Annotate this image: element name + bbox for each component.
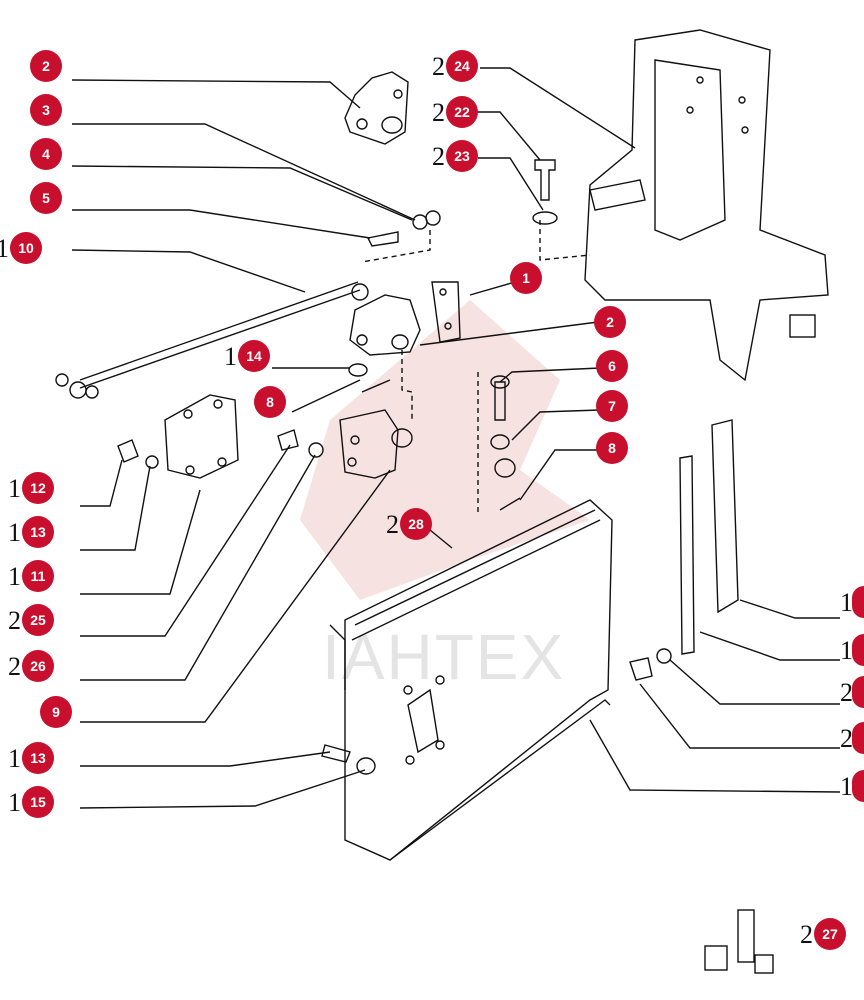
nut-15: [356, 757, 376, 775]
callout-prefix: 2: [432, 98, 445, 127]
callout-23[interactable]: 23: [446, 140, 478, 172]
watermark-text: IAHTEX: [322, 621, 566, 693]
callout-cutoff[interactable]: [852, 586, 864, 618]
callout-12[interactable]: 12: [22, 472, 54, 504]
callout-prefix: 1: [840, 772, 853, 801]
callout-prefix: 2: [432, 142, 445, 171]
bolt-25: [277, 429, 299, 451]
callout-prefix: 1: [8, 562, 21, 591]
pin-6: [490, 375, 510, 421]
callout-8[interactable]: 8: [596, 432, 628, 464]
latch-plate: [164, 394, 239, 479]
callout-prefix: 2: [432, 52, 445, 81]
angle-strip-long: [711, 419, 739, 614]
callout-11[interactable]: 11: [22, 560, 54, 592]
callout-13[interactable]: 13: [22, 742, 54, 774]
callout-prefix: 1: [224, 342, 237, 371]
bolt-13: [321, 744, 351, 763]
callout-26[interactable]: 26: [22, 650, 54, 682]
callout-8[interactable]: 8: [254, 386, 286, 418]
washer-nut: [412, 210, 441, 230]
callout-6[interactable]: 6: [596, 350, 628, 382]
callout-prefix: 2: [840, 724, 853, 753]
callout-24[interactable]: 24: [446, 50, 478, 82]
link-plate: [431, 281, 461, 343]
callout-prefix: 2: [800, 920, 813, 949]
assembly-lines: [361, 220, 591, 512]
callout-7[interactable]: 7: [596, 390, 628, 422]
callout-25[interactable]: 25: [22, 604, 54, 636]
callout-4[interactable]: 4: [30, 138, 62, 170]
control-rod: [55, 281, 369, 399]
washer-13: [145, 455, 159, 469]
leader-lines-left: [71, 79, 416, 809]
callout-15[interactable]: 15: [22, 786, 54, 818]
callout-22[interactable]: 22: [446, 96, 478, 128]
callout-prefix: 1: [8, 474, 21, 503]
callout-prefix: 2: [840, 678, 853, 707]
callout-prefix: 1: [8, 744, 21, 773]
hinge-set-icon: [704, 909, 774, 974]
callout-prefix: 1: [0, 234, 9, 263]
watermark-logo: [300, 300, 590, 600]
callout-1[interactable]: 1: [510, 262, 542, 294]
lower-hinge: [339, 409, 413, 479]
middle-hinge: [349, 294, 421, 356]
callout-13[interactable]: 13: [22, 516, 54, 548]
washer-right: [656, 648, 672, 664]
pin-8: [361, 379, 391, 393]
cotter-pin-8: [499, 497, 521, 511]
callout-14[interactable]: 14: [238, 340, 270, 372]
leader-lines-right: [419, 67, 841, 793]
callout-cutoff[interactable]: [852, 722, 864, 754]
callout-5[interactable]: 5: [30, 182, 62, 214]
nut-7: [490, 434, 510, 450]
callout-prefix: 1: [840, 588, 853, 617]
callout-prefix: 1: [8, 788, 21, 817]
callout-28[interactable]: 28: [400, 508, 432, 540]
callout-cutoff[interactable]: [852, 634, 864, 666]
bolt-right: [629, 657, 653, 681]
callout-cutoff[interactable]: [852, 770, 864, 802]
nut-cap: [494, 458, 516, 478]
side-frame: [584, 29, 829, 382]
callout-9[interactable]: 9: [40, 696, 72, 728]
callout-prefix: 1: [840, 636, 853, 665]
callout-27[interactable]: 27: [814, 918, 846, 950]
bolt-5: [366, 231, 399, 247]
bolt-22: [534, 159, 556, 201]
panel-door: [329, 499, 613, 861]
callout-prefix: 1: [8, 518, 21, 547]
top-hinge-bracket: [344, 71, 409, 145]
callout-2[interactable]: 2: [30, 50, 62, 82]
callout-cutoff[interactable]: [852, 676, 864, 708]
washer-26: [308, 442, 324, 458]
washer-23: [532, 211, 558, 225]
bolt-12: [117, 439, 139, 463]
flat-strip: [679, 455, 695, 655]
callout-2[interactable]: 2: [594, 306, 626, 338]
callout-prefix: 2: [8, 606, 21, 635]
nut-14: [348, 363, 368, 377]
callout-10[interactable]: 10: [10, 232, 42, 264]
callout-prefix: 2: [8, 652, 21, 681]
callout-3[interactable]: 3: [30, 94, 62, 126]
callout-prefix: 2: [386, 510, 399, 539]
